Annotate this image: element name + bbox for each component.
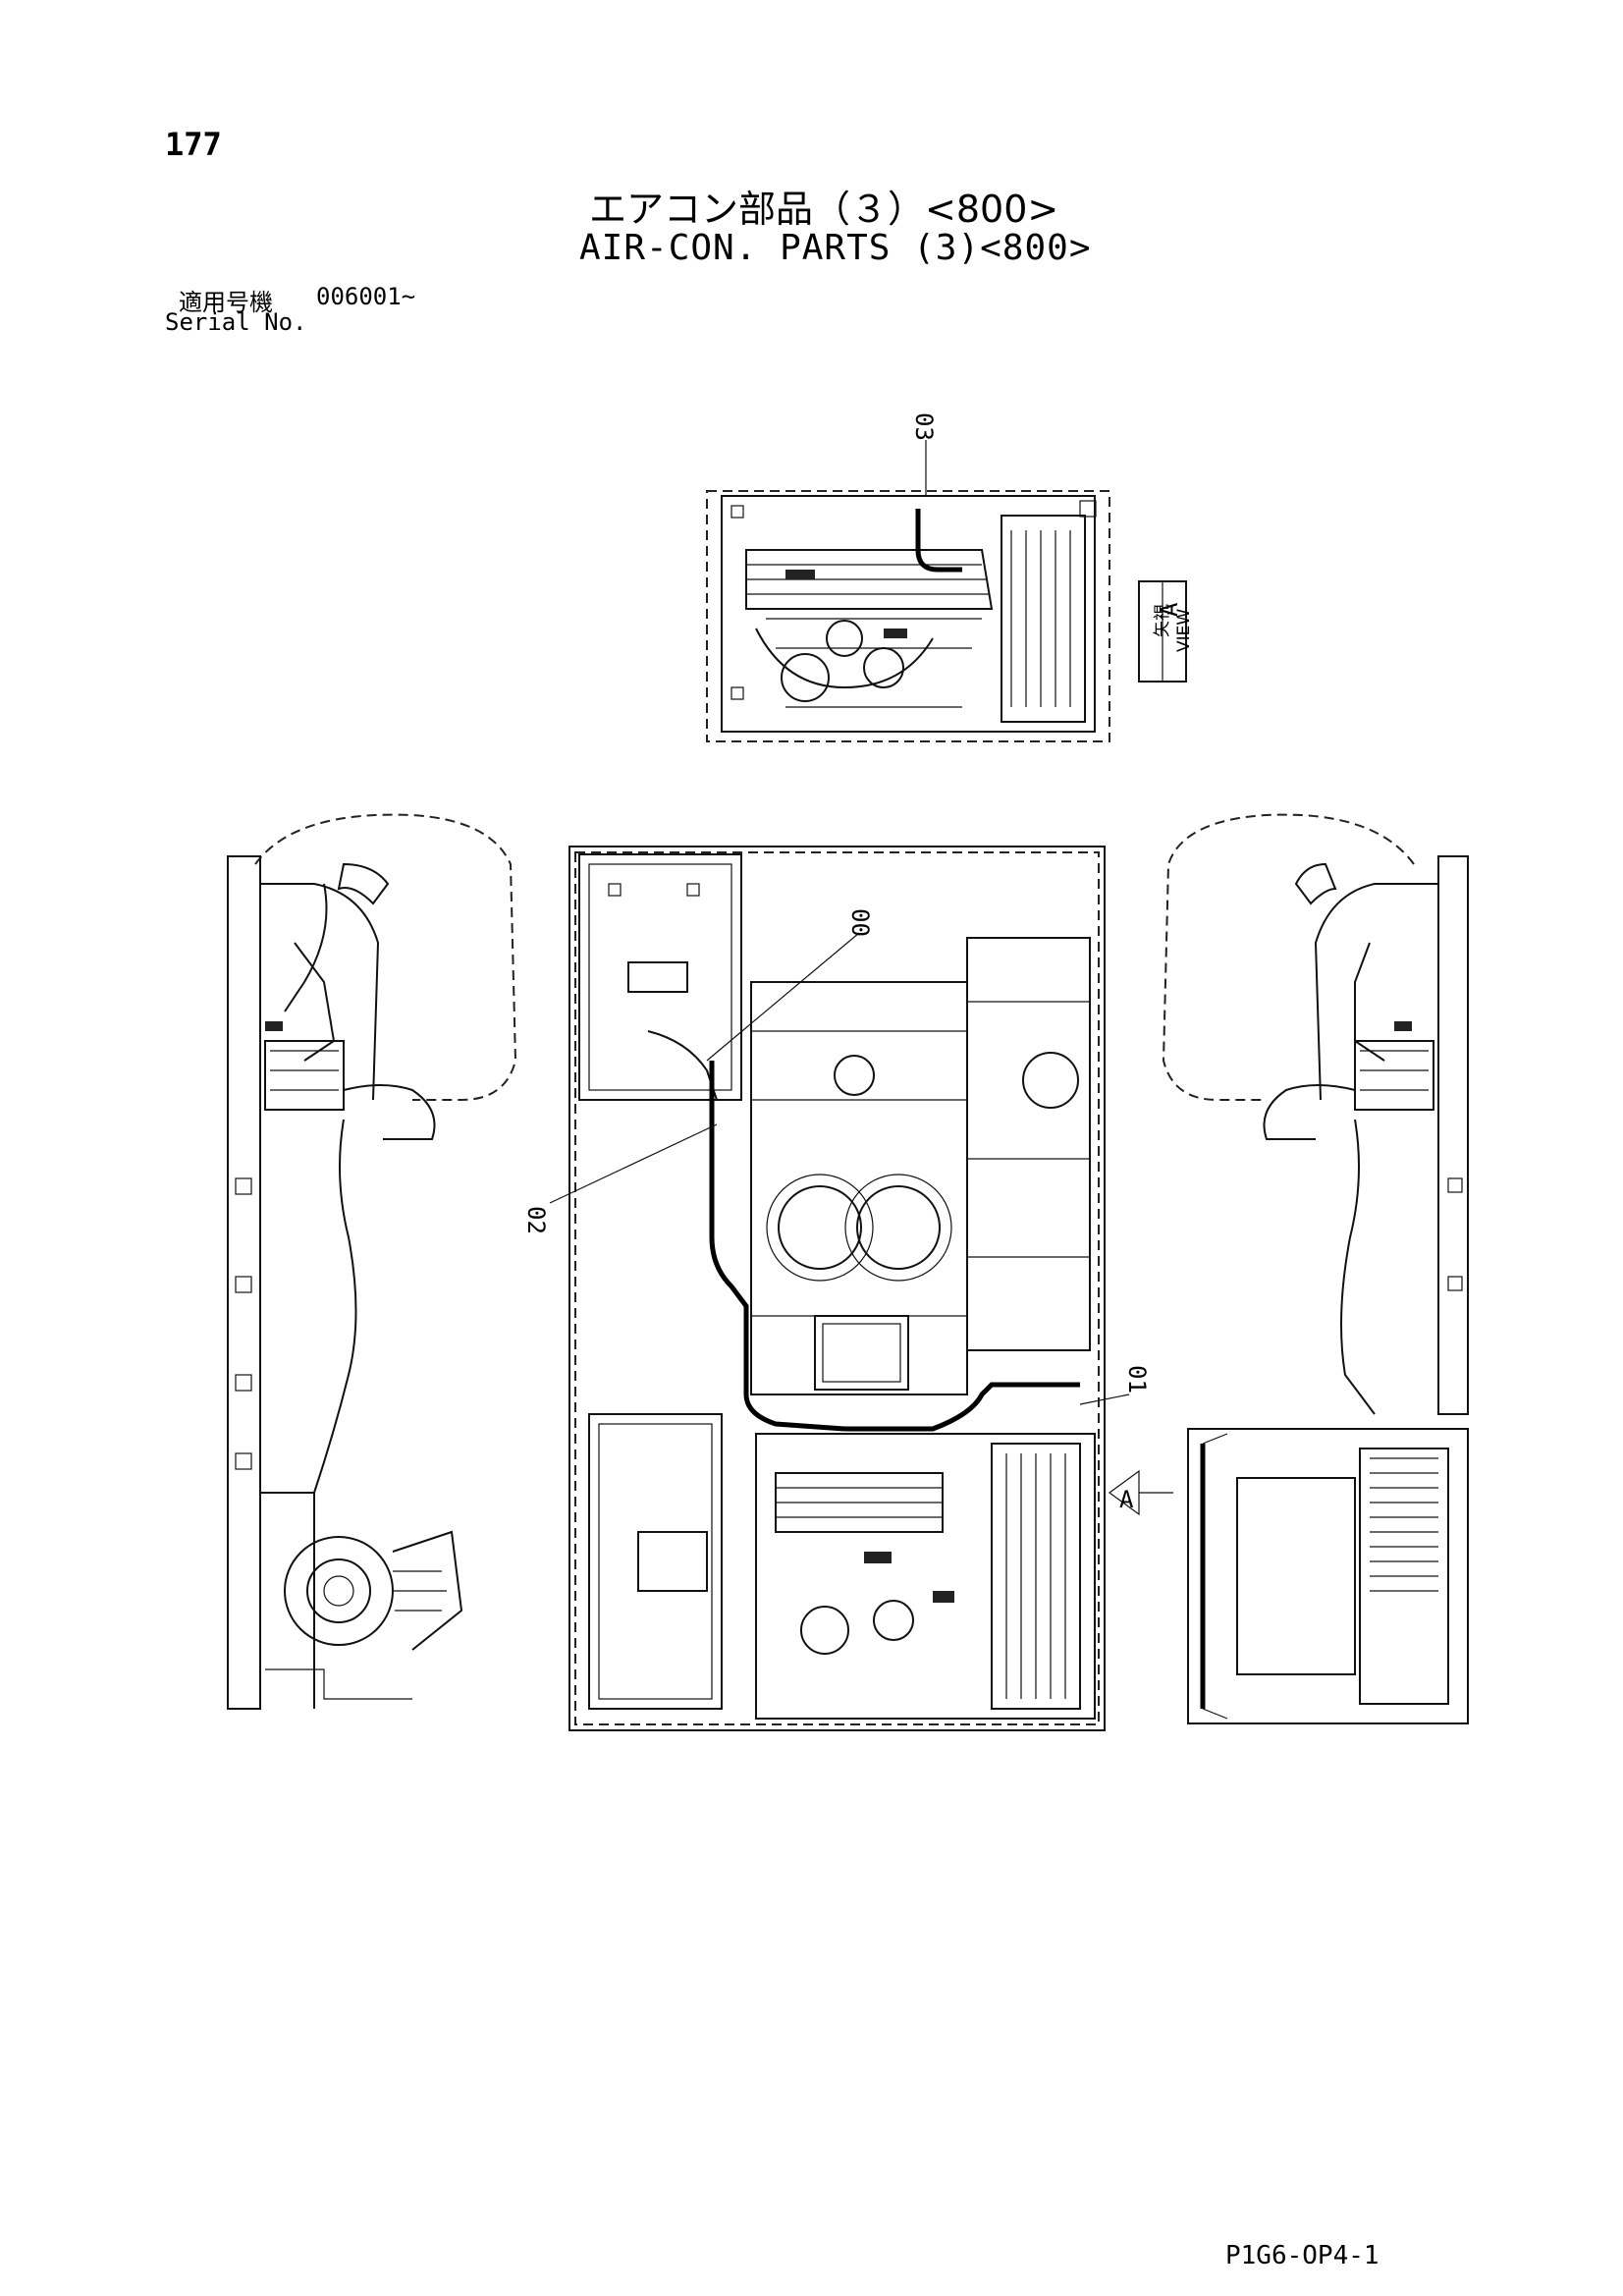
callout-02: 02 xyxy=(522,1123,718,1234)
serial-label-japanese: 適用号機 xyxy=(179,289,273,316)
view-a-label-box: 矢視 VIEW A xyxy=(1138,580,1194,683)
right-side-view-drawing xyxy=(1162,813,1469,1724)
page-title-japanese: エアコン部品（３）<800> xyxy=(589,188,1059,231)
serial-label-english: Serial No. xyxy=(165,308,307,336)
callout-01-label: 01 xyxy=(1123,1365,1151,1394)
view-a-english: VIEW xyxy=(1174,609,1194,652)
callout-00-label: 00 xyxy=(846,908,874,937)
view-a-japanese: 矢視 xyxy=(1153,604,1172,637)
view-a-arrow: A xyxy=(1108,1469,1173,1516)
callout-02-label: 02 xyxy=(522,1206,550,1234)
page-number: 177 xyxy=(165,126,222,163)
left-side-view-drawing xyxy=(227,813,517,1710)
callout-03-label: 03 xyxy=(910,412,938,441)
view-a-engine-drawing xyxy=(706,440,1110,742)
document-code: P1G6-OP4-1 xyxy=(1225,2241,1380,2270)
page-title-english: AIR-CON. PARTS (3)<800> xyxy=(579,228,1092,268)
center-plan-view-drawing xyxy=(568,846,1106,1731)
serial-number-value: 006001~ xyxy=(316,283,416,310)
callout-01: 01 xyxy=(1079,1365,1151,1405)
view-a-letter: A xyxy=(1156,602,1183,617)
callout-03: 03 xyxy=(910,412,938,441)
view-a-arrow-letter: A xyxy=(1119,1486,1134,1513)
callout-00: 00 xyxy=(706,908,874,1062)
